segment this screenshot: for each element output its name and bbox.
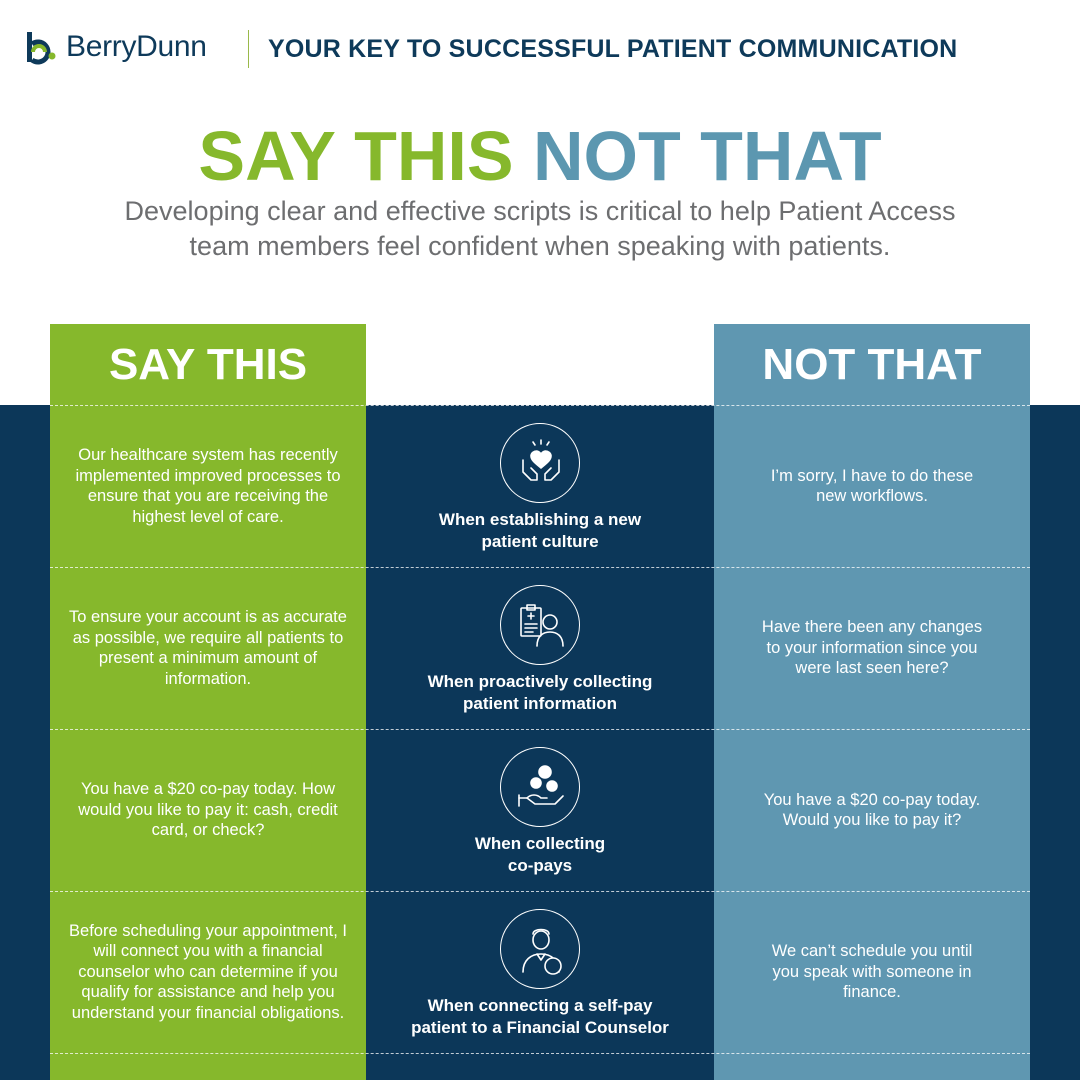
say-this-text: Before scheduling your appointment, I wi… bbox=[69, 921, 347, 1022]
hand-coins-icon bbox=[500, 747, 580, 827]
not-that-cell: Have there been any changes to your info… bbox=[714, 567, 1030, 729]
berrydunn-logo-icon bbox=[27, 32, 56, 65]
patient-clipboard-icon bbox=[500, 585, 580, 665]
say-this-text: Our healthcare system has recently imple… bbox=[75, 446, 341, 526]
say-this-column bbox=[50, 324, 366, 1080]
not-that-text: I’m sorry, I have to do these new workfl… bbox=[770, 466, 974, 506]
not-that-column bbox=[714, 324, 1030, 1080]
hero-subtitle-line-1: Developing clear and effective scripts i… bbox=[124, 196, 956, 226]
situation-cell: When connecting a self-pay patient to a … bbox=[366, 891, 714, 1053]
situation-text: When connecting a self-pay patient to a … bbox=[411, 996, 669, 1037]
not-that-cell: We can’t schedule you until you speak wi… bbox=[714, 891, 1030, 1053]
brand-name: BerryDunn bbox=[66, 30, 207, 63]
row-divider bbox=[50, 1053, 1030, 1054]
situation-cell: When proactively collecting patient info… bbox=[366, 567, 714, 729]
row-divider bbox=[50, 891, 1030, 892]
page-header: BerryDunn YOUR KEY TO SUCCESSFUL PATIENT… bbox=[0, 0, 1080, 100]
header-tagline: YOUR KEY TO SUCCESSFUL PATIENT COMMUNICA… bbox=[268, 35, 958, 63]
say-this-header: SAY THIS bbox=[108, 340, 308, 389]
hero-subtitle-line-2: team members feel confident when speakin… bbox=[189, 231, 891, 261]
say-this-cell: Before scheduling your appointment, I wi… bbox=[50, 891, 366, 1053]
not-that-text: Have there been any changes to your info… bbox=[761, 618, 983, 678]
say-this-text: You have a $20 co-pay today. How would y… bbox=[78, 780, 338, 840]
not-that-cell: I’m sorry, I have to do these new workfl… bbox=[714, 405, 1030, 567]
situation-label: When collecting co-pays bbox=[366, 833, 714, 877]
not-that-text: You have a $20 co-pay today. Would you l… bbox=[763, 790, 981, 830]
hero-title: SAY THIS NOT THAT bbox=[0, 116, 1080, 196]
situation-cell: When establishing a new patient culture bbox=[366, 405, 714, 567]
row-divider bbox=[50, 405, 1030, 406]
hero-title-not: NOT THAT bbox=[532, 117, 882, 195]
row-divider bbox=[50, 729, 1030, 730]
hero-subtitle: Developing clear and effective scripts i… bbox=[60, 194, 1020, 264]
situation-cell: When collecting co-pays bbox=[366, 729, 714, 891]
say-this-cell: Our healthcare system has recently imple… bbox=[50, 405, 366, 567]
heart-hands-icon bbox=[500, 423, 580, 503]
row-divider bbox=[50, 567, 1030, 568]
situation-label: When establishing a new patient culture bbox=[366, 509, 714, 553]
not-that-cell: You have a $20 co-pay today. Would you l… bbox=[714, 729, 1030, 891]
situation-label: When connecting a self-pay patient to a … bbox=[366, 995, 714, 1039]
not-that-header: NOT THAT bbox=[762, 340, 982, 389]
situation-label: When proactively collecting patient info… bbox=[366, 671, 714, 715]
situation-text: When proactively collecting patient info… bbox=[427, 672, 653, 713]
say-this-text: To ensure your account is as accurate as… bbox=[69, 608, 347, 688]
hero-title-say: SAY THIS bbox=[198, 117, 514, 195]
header-divider bbox=[248, 30, 249, 68]
situation-text: When establishing a new patient culture bbox=[438, 510, 642, 551]
say-this-cell: To ensure your account is as accurate as… bbox=[50, 567, 366, 729]
not-that-text: We can’t schedule you until you speak wi… bbox=[771, 942, 973, 1002]
say-this-cell: You have a $20 co-pay today. How would y… bbox=[50, 729, 366, 891]
situation-text: When collecting co-pays bbox=[474, 834, 606, 875]
counselor-dollar-icon bbox=[500, 909, 580, 989]
